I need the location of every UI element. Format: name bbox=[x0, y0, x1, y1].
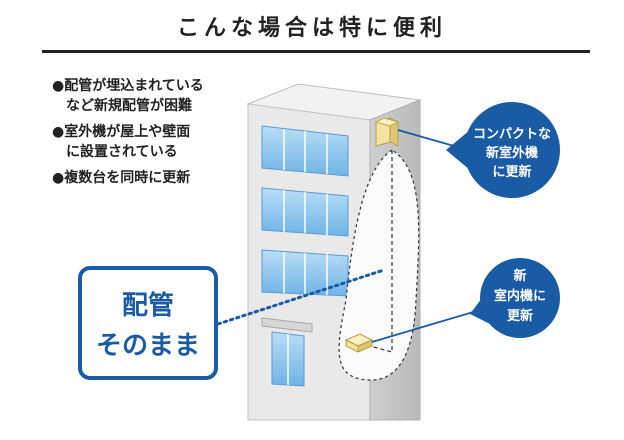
title-underline bbox=[42, 50, 590, 53]
callout-indoor-line-3: 更新 bbox=[507, 308, 533, 324]
condition-list: ●配管が埋込まれている など新規配管が困難 ●室外機が屋上や壁面 に設置されてい… bbox=[52, 76, 204, 194]
pipe-as-is-box: 配管 そのまま bbox=[78, 266, 218, 380]
indoor-pointer-line bbox=[371, 309, 481, 343]
condition-1-line-2: など新規配管が困難 bbox=[66, 98, 192, 114]
callout-outdoor-line-1: コンパクトな bbox=[473, 127, 551, 142]
outdoor-unit-icon bbox=[374, 117, 400, 147]
condition-item-3: ●複数台を同時に更新 bbox=[52, 168, 204, 188]
pipe-box-pointer-line bbox=[216, 268, 386, 326]
pipe-box-line-1: 配管 bbox=[122, 291, 174, 321]
window-row-3 bbox=[261, 249, 349, 297]
condition-1-line-1: ●配管が埋込まれている bbox=[52, 78, 204, 94]
callout-outdoor-line-2: 新室外機 bbox=[486, 145, 538, 161]
window-row-1 bbox=[261, 125, 349, 177]
condition-2-line-2: に設置されている bbox=[66, 144, 178, 160]
condition-3-line-1: ●複数台を同時に更新 bbox=[52, 170, 191, 186]
refrigerant-pipe bbox=[369, 150, 393, 353]
window-row-2 bbox=[261, 187, 349, 237]
indoor-unit-icon bbox=[344, 333, 374, 353]
condition-item-1: ●配管が埋込まれている など新規配管が困難 bbox=[52, 76, 204, 116]
pipe-route-outline bbox=[338, 149, 420, 381]
page-title: こんな場合は特に便利 bbox=[176, 16, 447, 41]
condition-item-2: ●室外機が屋上や壁面 に設置されている bbox=[52, 122, 204, 162]
callout-indoor-unit: 新 室内機に 更新 bbox=[470, 258, 560, 338]
callout-outdoor-line-3: に更新 bbox=[492, 164, 531, 180]
entrance bbox=[261, 317, 313, 387]
condition-2-line-1: ●室外機が屋上や壁面 bbox=[52, 124, 191, 140]
callout-indoor-line-1: 新 bbox=[513, 268, 526, 284]
callout-outdoor-unit: コンパクトな 新室外機 に更新 bbox=[446, 102, 560, 198]
callout-indoor-line-2: 室内機に bbox=[494, 288, 546, 304]
pipe-box-line-2: そのまま bbox=[96, 331, 200, 361]
